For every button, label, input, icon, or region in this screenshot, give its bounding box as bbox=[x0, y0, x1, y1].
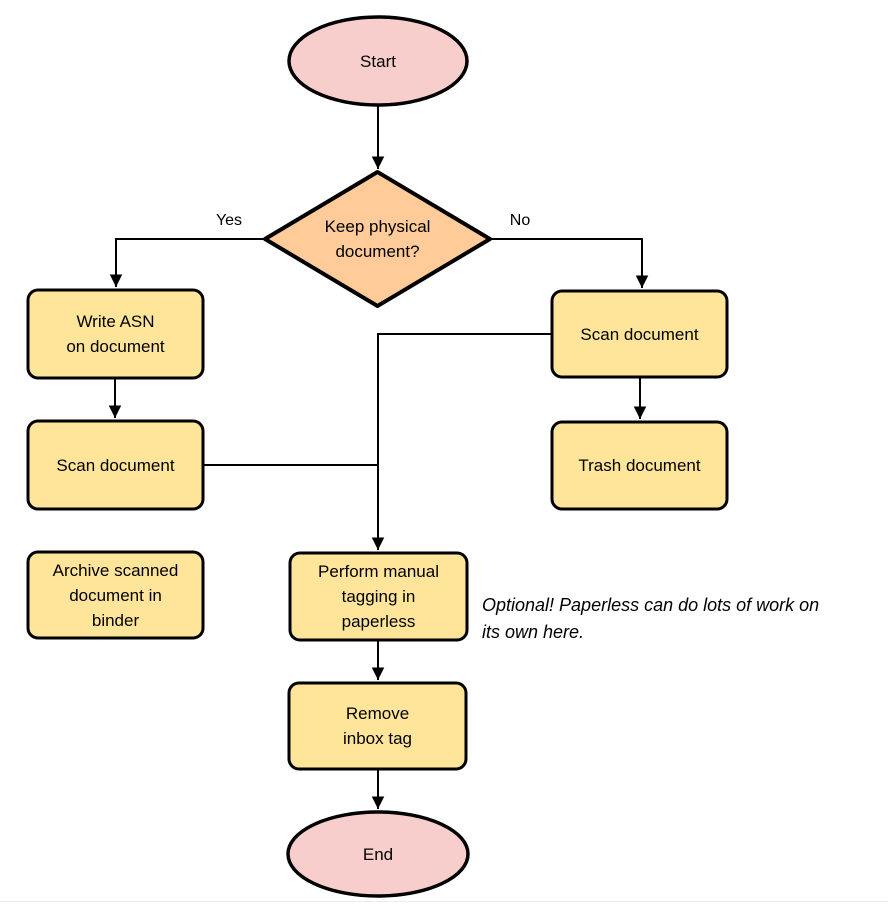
edge-decision-yes-to-write-asn bbox=[109, 238, 265, 287]
start-terminal-shape bbox=[287, 15, 469, 107]
optional-note-text: Optional! Paperless can do lots of work … bbox=[482, 595, 820, 642]
decision-diamond-shape bbox=[263, 170, 492, 308]
write-asn-box-shape bbox=[26, 288, 205, 380]
edge-decision-no-to-scan-right bbox=[490, 238, 649, 288]
end-terminal-shape bbox=[286, 810, 470, 898]
bottom-divider bbox=[0, 901, 888, 902]
remove-inbox-box-shape bbox=[287, 681, 468, 771]
scan-left-box-shape bbox=[26, 419, 205, 511]
edge-scan-right-to-tagging bbox=[371, 333, 552, 550]
scan-right-box-shape bbox=[550, 289, 729, 379]
tagging-box-shape bbox=[288, 551, 469, 642]
archive-box-shape bbox=[26, 550, 205, 640]
trash-box-shape bbox=[550, 420, 729, 511]
